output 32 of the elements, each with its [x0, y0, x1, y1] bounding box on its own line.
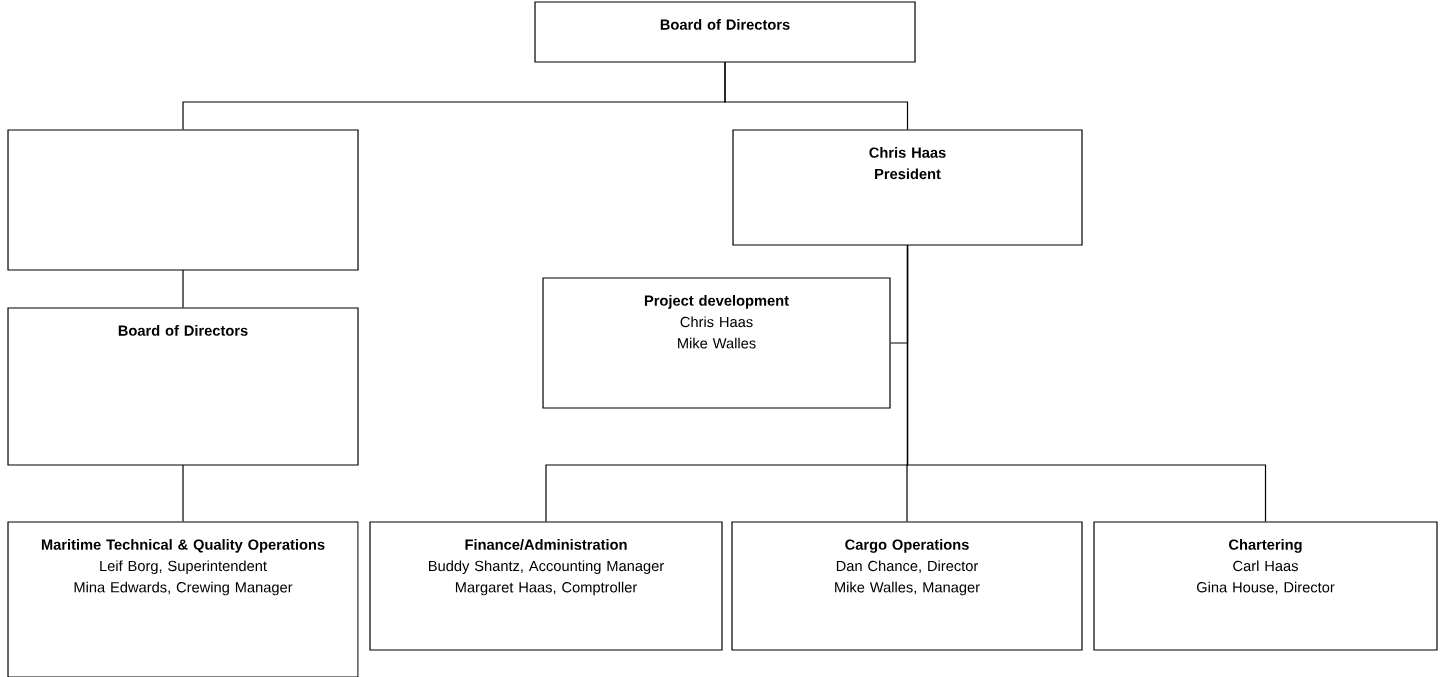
node-label: Cargo Operations — [845, 539, 969, 553]
node-label: Leif Borg, Superintendent — [100, 560, 267, 575]
node-label: Maritime Technical & Quality Operations — [41, 539, 325, 553]
org-box — [7, 521, 359, 677]
node-label: Chartering — [1229, 539, 1302, 553]
node-label: Chris Haas — [680, 316, 753, 328]
node-label: President — [875, 168, 941, 180]
node-label: Board of Directors — [118, 325, 248, 336]
node-label: Carl Haas — [1233, 560, 1298, 572]
node-label: Mike Walles, Manager — [835, 581, 980, 596]
org-box — [732, 129, 1083, 246]
org-box — [1093, 521, 1438, 651]
node-label: Chris Haas — [869, 147, 946, 158]
node-label: Board of Directors — [660, 19, 790, 30]
org-box — [731, 521, 1083, 651]
node-label: Project development — [644, 295, 789, 309]
node-label: Mike Walles — [678, 337, 756, 349]
node-label: Finance/Administration — [465, 539, 627, 550]
node-label: Buddy Shantz, Accounting Manager — [429, 560, 664, 575]
connector-line — [724, 61, 909, 130]
node-label: Dan Chance, Director — [836, 560, 979, 573]
org-box — [7, 307, 359, 466]
node-label: Gina House, Director — [1196, 581, 1335, 595]
node-label: Margaret Haas, Comptroller — [455, 581, 638, 596]
connector-line — [182, 269, 184, 308]
empty-box — [7, 129, 359, 271]
org-box — [534, 1, 916, 63]
node-label: Mina Edwards, Crewing Manager — [74, 581, 293, 596]
org-box — [542, 277, 891, 409]
connector-line — [182, 464, 184, 522]
org-box — [369, 521, 723, 651]
connector-line — [906, 244, 1267, 522]
